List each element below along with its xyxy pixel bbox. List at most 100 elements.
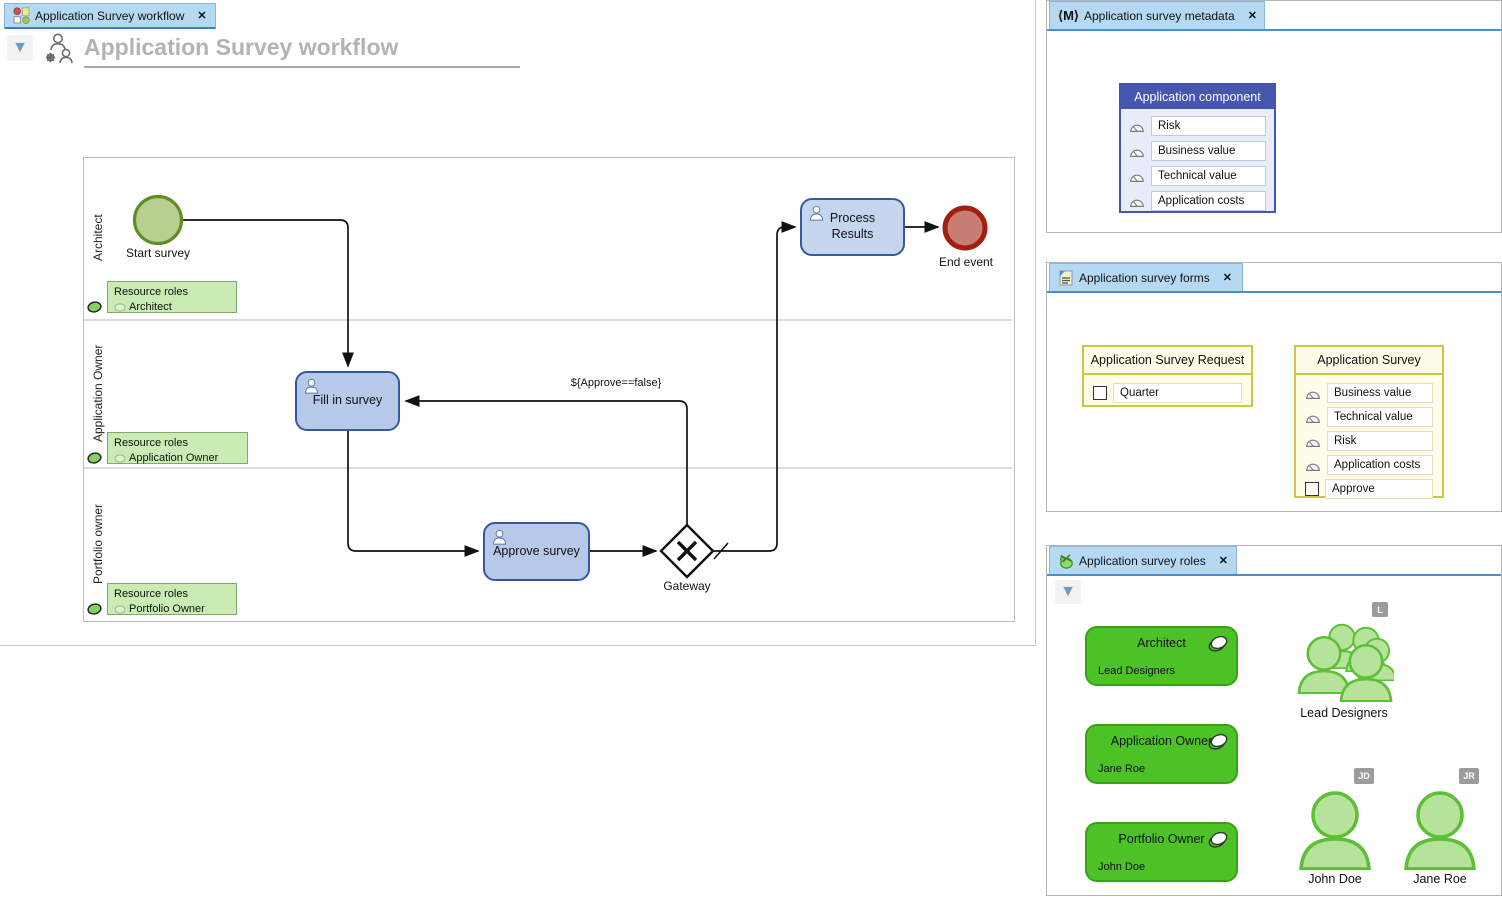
start-event[interactable] xyxy=(131,193,185,247)
person-icon[interactable] xyxy=(1402,790,1478,870)
roles-tool-icon xyxy=(1060,553,1073,569)
form-field-approve[interactable]: Approve xyxy=(1305,479,1433,499)
end-event-label: End event xyxy=(938,255,994,269)
role-oval-icon xyxy=(114,454,126,463)
role-card-portfolio-owner[interactable]: Portfolio Owner John Doe xyxy=(1085,822,1238,882)
form-field-business-value[interactable]: Business value xyxy=(1305,383,1433,403)
metadata-icon: ⟨M⟩ xyxy=(1058,7,1079,23)
close-icon[interactable]: ✕ xyxy=(1218,555,1228,567)
resource-roles-portfolio-owner[interactable]: Resource roles Portfolio Owner xyxy=(107,583,237,615)
field-label: Business value xyxy=(1151,141,1266,161)
form-title: Application Survey Request xyxy=(1084,347,1251,375)
badge-lead-designers: L xyxy=(1372,602,1388,617)
tab-application-survey-workflow[interactable]: Application Survey workflow ✕ xyxy=(4,3,216,29)
resource-roles-title: Resource roles xyxy=(114,437,188,449)
close-icon[interactable]: ✕ xyxy=(1247,10,1257,22)
resource-role-name: Architect xyxy=(129,300,172,313)
metadata-field-business-value[interactable]: Business value xyxy=(1129,141,1266,161)
tab-label: Application survey metadata xyxy=(1083,8,1235,23)
form-application-survey[interactable]: Application Survey Business value Techni… xyxy=(1294,345,1444,499)
role-card-architect[interactable]: Architect Lead Designers xyxy=(1085,626,1238,686)
forms-panel: Application survey forms ✕ Application S… xyxy=(1046,262,1502,512)
person-icon[interactable] xyxy=(1297,790,1373,870)
user-task-icon xyxy=(303,378,320,395)
field-label: Application costs xyxy=(1151,191,1266,211)
tab-label: Application Survey workflow xyxy=(35,8,185,23)
resource-role-name: Application Owner xyxy=(129,451,219,464)
exclusive-gateway[interactable] xyxy=(655,519,719,583)
field-label: Business value xyxy=(1327,383,1433,403)
group-people-icon[interactable] xyxy=(1294,623,1394,705)
role-title: Portfolio Owner xyxy=(1118,832,1205,846)
gauge-icon xyxy=(1129,145,1145,158)
field-label: Technical value xyxy=(1327,407,1433,427)
metadata-panel: ⟨M⟩ Application survey metadata ✕ Applic… xyxy=(1046,0,1502,233)
metadata-field-risk[interactable]: Risk xyxy=(1129,116,1266,136)
role-oval-icon xyxy=(114,605,126,614)
gateway-label: Gateway xyxy=(663,579,711,593)
user-task-icon xyxy=(491,529,508,546)
resource-roles-architect[interactable]: Resource roles Architect xyxy=(107,281,237,313)
metadata-field-application-costs[interactable]: Application costs xyxy=(1129,191,1266,211)
close-icon[interactable]: ✕ xyxy=(1222,272,1232,284)
workflow-model-icon xyxy=(13,7,30,24)
lane-role-marker-icon xyxy=(87,603,102,615)
checkbox-icon[interactable] xyxy=(1305,482,1319,496)
role-member: Lead Designers xyxy=(1098,665,1176,677)
resource-roles-title: Resource roles xyxy=(114,588,188,600)
close-icon[interactable]: ✕ xyxy=(197,10,207,22)
roles-collapse-button[interactable]: ▼ xyxy=(1055,580,1081,604)
chevron-down-icon: ▼ xyxy=(12,39,28,56)
metadata-tabrow: ⟨M⟩ Application survey metadata ✕ xyxy=(1047,1,1501,31)
role-card-application-owner[interactable]: Application Owner Jane Roe xyxy=(1085,724,1238,784)
user-task-icon xyxy=(808,205,825,222)
start-event-label: Start survey xyxy=(125,246,191,260)
checkbox-icon[interactable] xyxy=(1093,386,1107,400)
tab-application-survey-metadata[interactable]: ⟨M⟩ Application survey metadata ✕ xyxy=(1049,1,1265,29)
tab-label: Application survey forms xyxy=(1079,270,1210,285)
field-label: Technical value xyxy=(1151,166,1266,186)
workflow-editor-panel: Application Survey workflow ✕ ▼ Applicat… xyxy=(0,0,1036,646)
task-approve-survey[interactable]: Approve survey xyxy=(483,522,590,581)
task-fill-in-survey[interactable]: Fill in survey xyxy=(295,371,400,431)
component-title: Application component xyxy=(1121,85,1274,109)
form-application-survey-request[interactable]: Application Survey Request Quarter xyxy=(1082,345,1253,407)
badge-jane-roe: JR xyxy=(1459,768,1479,784)
task-label: Approve survey xyxy=(493,543,580,558)
gauge-icon xyxy=(1129,195,1145,208)
collapse-button[interactable]: ▼ xyxy=(7,35,33,61)
resource-roles-application-owner[interactable]: Resource roles Application Owner xyxy=(107,432,248,464)
gauge-icon xyxy=(1305,435,1321,448)
badge-john-doe: JD xyxy=(1354,768,1374,784)
roles-tabrow: Application survey roles ✕ xyxy=(1047,546,1501,576)
gauge-icon xyxy=(1305,459,1321,472)
form-title: Application Survey xyxy=(1296,347,1442,375)
role-member: John Doe xyxy=(1098,861,1146,873)
field-label: Approve xyxy=(1325,479,1433,499)
field-label: Risk xyxy=(1327,431,1433,451)
form-field-risk[interactable]: Risk xyxy=(1305,431,1433,451)
lane-divider xyxy=(84,319,1012,321)
tab-application-survey-forms[interactable]: Application survey forms ✕ xyxy=(1049,263,1243,291)
application-component-box[interactable]: Application component Risk Business valu… xyxy=(1119,83,1276,213)
roles-panel: Application survey roles ✕ ▼ Architect L… xyxy=(1046,545,1502,896)
resource-role-name: Portfolio Owner xyxy=(129,602,205,615)
tab-application-survey-roles[interactable]: Application survey roles ✕ xyxy=(1049,546,1237,574)
form-field-quarter[interactable]: Quarter xyxy=(1093,383,1242,403)
person-name: John Doe xyxy=(1308,872,1362,886)
form-field-application-costs[interactable]: Application costs xyxy=(1305,455,1433,475)
form-field-technical-value[interactable]: Technical value xyxy=(1305,407,1433,427)
page-title: Application Survey workflow xyxy=(84,34,399,60)
person-name: Jane Roe xyxy=(1413,872,1467,886)
role-member: Jane Roe xyxy=(1098,763,1146,775)
role-oval-icon xyxy=(1208,635,1228,652)
field-label: Quarter xyxy=(1113,383,1242,403)
end-event[interactable] xyxy=(941,204,989,252)
task-label: Fill in survey xyxy=(312,393,383,408)
condition-label: ${Approve==false} xyxy=(570,377,662,389)
metadata-field-technical-value[interactable]: Technical value xyxy=(1129,166,1266,186)
role-oval-icon xyxy=(1208,831,1228,848)
role-title: Architect xyxy=(1137,636,1186,650)
resource-roles-title: Resource roles xyxy=(114,286,188,298)
